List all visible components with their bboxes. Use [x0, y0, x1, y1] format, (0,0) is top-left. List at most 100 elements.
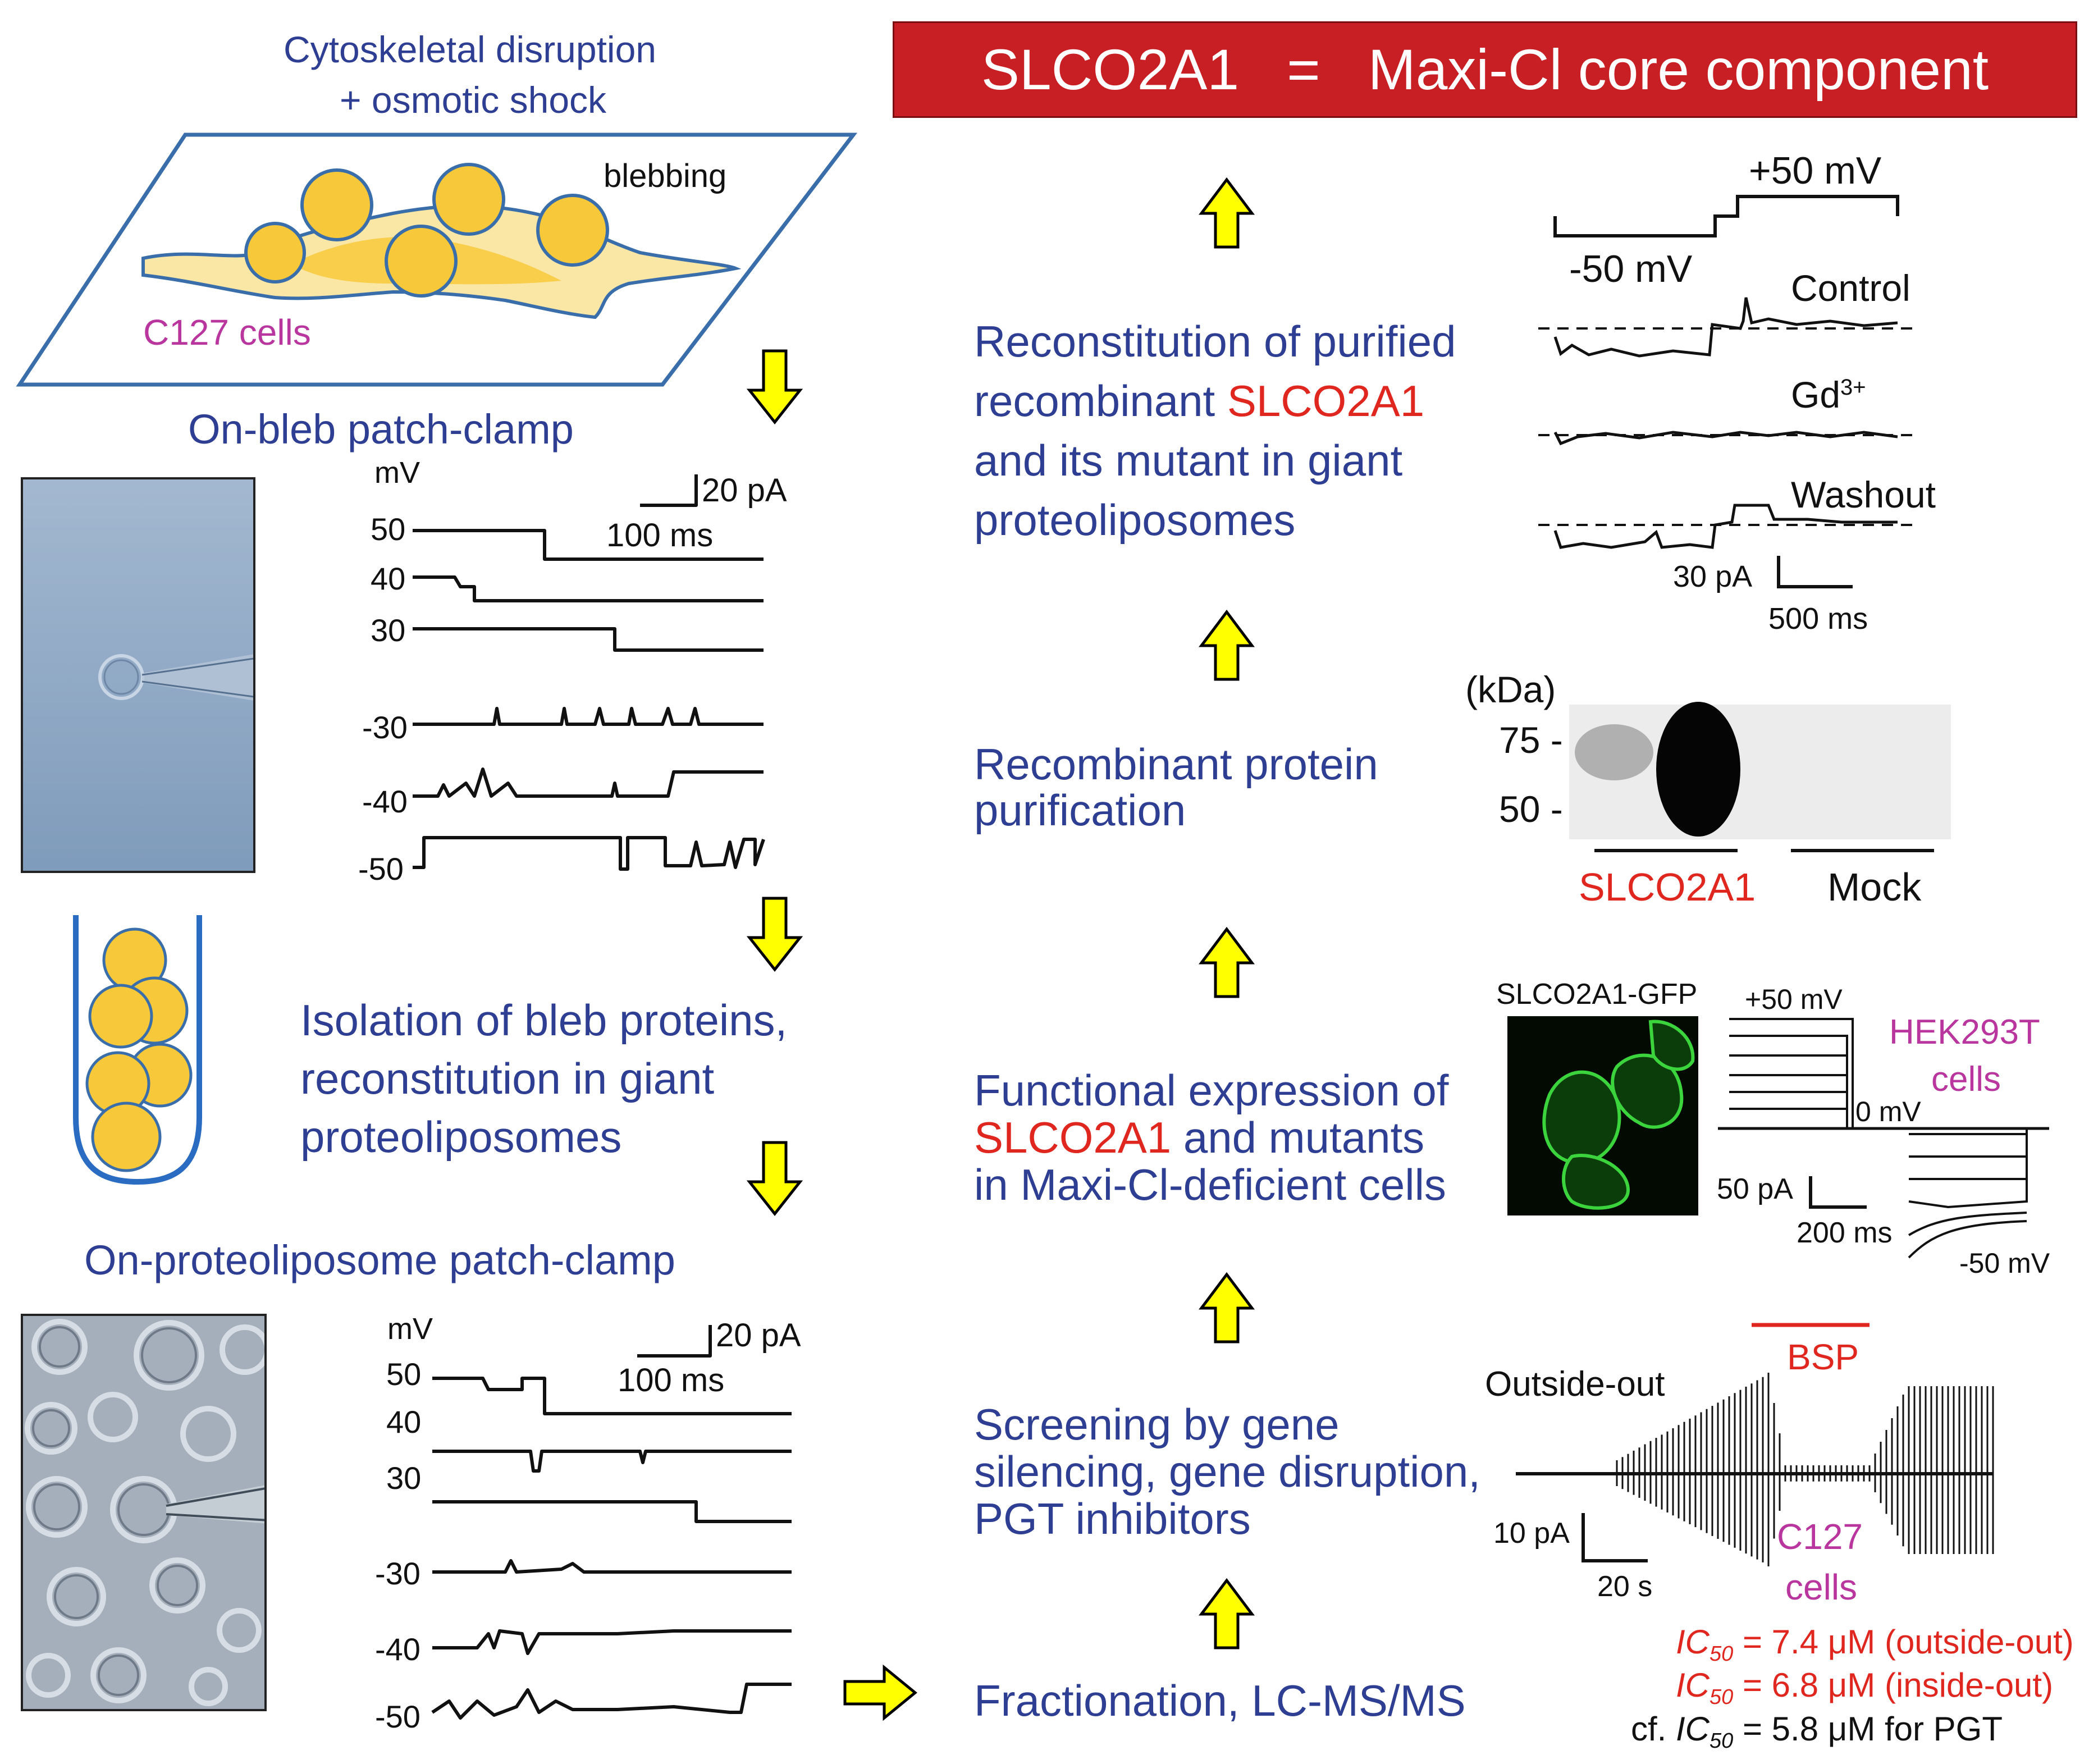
isolation-line1: Isolation of bleb proteins, — [300, 995, 788, 1045]
trace2-v30: 30 — [386, 1460, 422, 1496]
trace1-vm50: -50 — [358, 851, 404, 886]
title-core: Maxi-Cl core component — [1368, 37, 1989, 102]
blot-lane-mock: Mock — [1827, 865, 1922, 909]
trace1-v50: 50 — [371, 511, 406, 547]
title-gene: SLCO2A1 — [981, 37, 1240, 102]
bsp-scale-pa: 10 pA — [1493, 1517, 1570, 1550]
trace2-vm50: -50 — [375, 1699, 420, 1734]
step-purification: Recombinant protein purification — [974, 741, 1378, 833]
control-trace — [1538, 297, 1920, 358]
bleb-micrograph — [21, 477, 255, 873]
isolation-line2: reconstitution in giant — [300, 1054, 715, 1103]
trace1-scale-ms: 100 ms — [606, 517, 714, 554]
washout-trace — [1538, 504, 1920, 549]
bleb-5 — [385, 225, 458, 298]
reconstitution-line3: and its mutant in giant — [974, 436, 1403, 485]
blot-marker-50: 50 - — [1499, 788, 1563, 830]
recon-scale-ms: 500 ms — [1768, 602, 1868, 636]
ic50-pgt: cf. IC50 = 5.8 μM for PGT — [1631, 1710, 2003, 1753]
gfp-label: SLCO2A1-GFP — [1496, 978, 1698, 1011]
down-arrow-3 — [746, 1141, 803, 1217]
purification-line1: Recombinant protein — [974, 739, 1378, 789]
hek-plus50: +50 mV — [1745, 984, 1843, 1015]
trace2-v50: 50 — [386, 1356, 422, 1392]
bleb-3 — [432, 163, 505, 236]
trace2-vm40: -40 — [375, 1632, 420, 1667]
cell-dish-diagram — [16, 132, 858, 387]
blebbing-label: blebbing — [604, 158, 727, 194]
title-banner: SLCO2A1 = Maxi-Cl core component — [893, 21, 2077, 118]
recon-scale-pa: 30 pA — [1673, 560, 1753, 593]
hek-zero: 0 mV — [1855, 1096, 1921, 1127]
test-tube-diagram — [73, 915, 202, 1185]
trace2-lines — [431, 1325, 792, 1720]
gfp-micrograph — [1507, 1016, 1698, 1215]
on-bleb-label: On-bleb patch-clamp — [188, 406, 574, 453]
isolation-line3: proteoliposomes — [300, 1112, 622, 1162]
recon-plus50: +50 mV — [1749, 149, 1882, 192]
ic50-inside-out: IC50 = 6.8 μM (inside-out) — [1676, 1666, 2054, 1709]
trace2-vm30: -30 — [375, 1556, 420, 1591]
hek-cells-line1: HEK293T — [1889, 1013, 2040, 1052]
functional-line2b: and mutants — [1171, 1113, 1425, 1162]
down-arrow-1 — [746, 349, 803, 425]
purification-line2: purification — [974, 785, 1186, 835]
trace2-v40: 40 — [386, 1404, 422, 1439]
screening-line2: silencing, gene disruption, — [974, 1447, 1480, 1496]
step-reconstitution: Reconstitution of purified recombinant S… — [974, 312, 1456, 550]
bsp-cells-line1: C127 — [1777, 1516, 1863, 1557]
functional-line1: Functional expression of — [974, 1066, 1449, 1115]
down-arrow-2 — [746, 897, 803, 972]
step-screening: Screening by gene silencing, gene disrup… — [974, 1401, 1480, 1542]
gd-trace — [1538, 431, 1920, 446]
trace1-v30: 30 — [371, 613, 406, 648]
trace1-vm30: -30 — [362, 710, 408, 745]
recon-minus50: -50 mV — [1569, 248, 1693, 290]
down-arrows-left — [746, 349, 803, 1217]
recon-washout: Washout — [1791, 474, 1936, 515]
bsp-trace — [1516, 1323, 1994, 1566]
functional-line3: in Maxi-Cl-deficient cells — [974, 1160, 1446, 1209]
western-blot — [1569, 702, 1951, 852]
reconstitution-line4: proteoliposomes — [974, 495, 1296, 545]
right-arrow — [843, 1664, 917, 1721]
isolation-text: Isolation of bleb proteins, reconstituti… — [300, 991, 787, 1166]
trace2-unit: mV — [387, 1312, 433, 1346]
heading-line2: + osmotic shock — [340, 79, 607, 121]
recon-control: Control — [1791, 267, 1910, 309]
trace2-scale-pa: 20 pA — [716, 1317, 801, 1354]
on-proteoliposome-label: On-proteoliposome patch-clamp — [84, 1237, 675, 1283]
blot-lane-slco2a1: SLCO2A1 — [1579, 865, 1756, 909]
proteoliposome-micrograph — [21, 1314, 267, 1711]
bsp-label: BSP — [1787, 1337, 1859, 1377]
trace1-v40: 40 — [371, 561, 406, 596]
step-functional: Functional expression of SLCO2A1 and mut… — [974, 1067, 1448, 1208]
bleb-1 — [300, 168, 373, 241]
reconstitution-line2a: recombinant — [974, 376, 1227, 426]
screening-line3: PGT inhibitors — [974, 1494, 1251, 1543]
hek-minus50: -50 mV — [1959, 1247, 2050, 1279]
trace1-unit: mV — [374, 456, 420, 490]
reconstitution-gene: SLCO2A1 — [1227, 376, 1425, 426]
ic50-outside-out: IC50 = 7.4 μM (outside-out) — [1676, 1623, 2074, 1666]
trace1-lines — [413, 474, 765, 871]
trace2-scale-ms: 100 ms — [618, 1362, 725, 1399]
hek-traces — [1718, 1018, 2049, 1259]
hek-scale-pa: 50 pA — [1717, 1173, 1793, 1205]
bsp-cells-line2: cells — [1785, 1567, 1858, 1607]
voltage-protocol — [1553, 195, 1899, 237]
blot-marker-75: 75 - — [1499, 719, 1563, 761]
bleb-2 — [244, 222, 306, 284]
functional-gene: SLCO2A1 — [974, 1113, 1172, 1162]
screening-line1: Screening by gene — [974, 1400, 1340, 1449]
blot-kda: (kDa) — [1465, 669, 1556, 710]
heading-line1: Cytoskeletal disruption — [284, 29, 656, 70]
hek-cells-line2: cells — [1931, 1060, 2001, 1099]
c127-cells-label: C127 cells — [143, 312, 311, 353]
bleb-4 — [536, 194, 609, 267]
up-arrows-middle — [1199, 177, 1255, 1649]
